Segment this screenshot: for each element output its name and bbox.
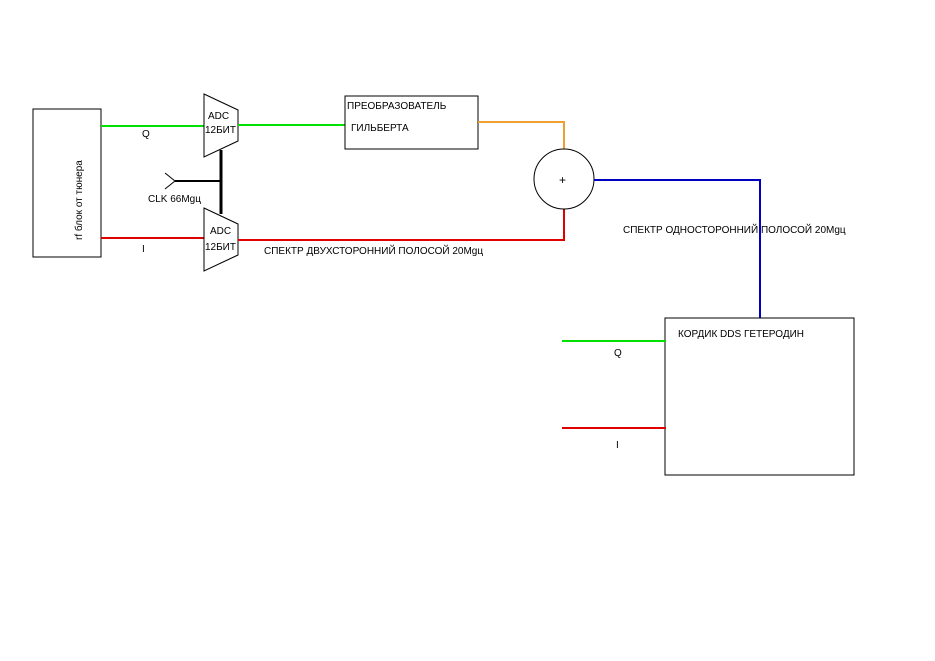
q-label-right: Q (614, 348, 622, 359)
cordic-label: КОРДИК DDS ГЕТЕРОДИН (678, 329, 804, 340)
gilbert-out-line (478, 121, 565, 150)
clk-input-arrow (164, 172, 176, 190)
i-label-right: I (616, 440, 619, 451)
single-sideband-label: СПЕКТР ОДНОСТОРОННИЙ ПОЛОСОЙ 20Mgц (623, 223, 846, 236)
gilbert-label-2: ГИЛЬБЕРТА (351, 123, 409, 134)
i-label-left: I (142, 244, 145, 255)
adc-top-label-1: ADC (208, 111, 229, 122)
rf-block-label: rf блок от тюнера (73, 160, 85, 240)
adc-bottom-block (203, 207, 239, 272)
clk-label: CLK 66Mgц (148, 194, 201, 205)
gilbert-label-1: ПРЕОБРАЗОВАТЕЛЬ (347, 101, 447, 112)
adc-bottom-label-2: 12БИТ (205, 242, 236, 253)
i-line-adc-to-adder (238, 208, 565, 241)
rf-block (32, 108, 102, 258)
adder-symbol: + (559, 173, 566, 187)
adc-bottom-label-1: ADC (210, 226, 231, 237)
double-sideband-label: СПЕКТР ДВУХСТОРОННИЙ ПОЛОСОЙ 20Mgц (264, 244, 483, 257)
single-sideband-line (594, 179, 761, 318)
q-label-left: Q (142, 129, 150, 140)
adc-top-label-2: 12БИТ (205, 125, 236, 136)
cordic-dds-block (664, 317, 855, 476)
adc-top-block (203, 93, 239, 158)
